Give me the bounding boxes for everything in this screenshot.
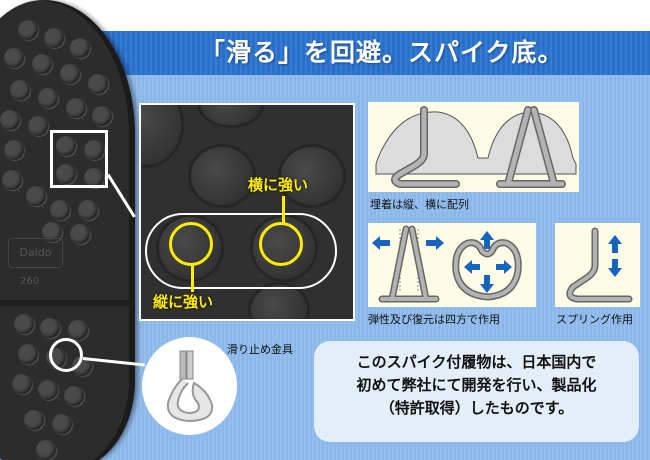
slip-stop-metal-image xyxy=(142,337,237,435)
sole-zoom-circle xyxy=(49,338,83,372)
spring-caption: スプリング作用 xyxy=(556,313,633,326)
label-horizontal-strong: 横に強い xyxy=(248,176,309,194)
info-line-3: （特許取得）したものです。 xyxy=(379,399,574,417)
spring-diagram xyxy=(555,223,640,307)
info-line-1: このスパイク付履物は、日本国内で xyxy=(356,353,597,371)
horizontal-spike-ring xyxy=(259,222,303,266)
elasticity-diagram xyxy=(368,223,536,307)
brand-imprint: Daido xyxy=(8,238,63,268)
info-line-2: 初めて弊社にて開発を行い、製品化 xyxy=(356,376,597,394)
elasticity-caption: 弾性及び復元は四方で作用 xyxy=(368,313,500,326)
slip-stop-caption: 滑り止め金具 xyxy=(227,343,293,356)
sole-zoom-box xyxy=(50,130,108,188)
label-vertical-strong: 縦に強い xyxy=(153,293,214,311)
size-imprint: 260 xyxy=(20,276,40,287)
vertical-spike-ring xyxy=(169,222,213,266)
spike-closeup-photo: 横に強い 縦に強い xyxy=(139,103,355,321)
patent-info-box: このスパイク付履物は、日本国内で 初めて弊社にて開発を行い、製品化 （特許取得）… xyxy=(314,341,639,442)
shoe-sole-image: Daido 260 xyxy=(0,0,135,460)
banner-title: 「滑る」を回避。スパイク底。 xyxy=(200,38,564,67)
highlight-oval xyxy=(145,213,337,289)
embedded-caption: 埋着は縦、横に配列 xyxy=(370,198,469,211)
embedded-spike-diagram xyxy=(368,102,579,192)
